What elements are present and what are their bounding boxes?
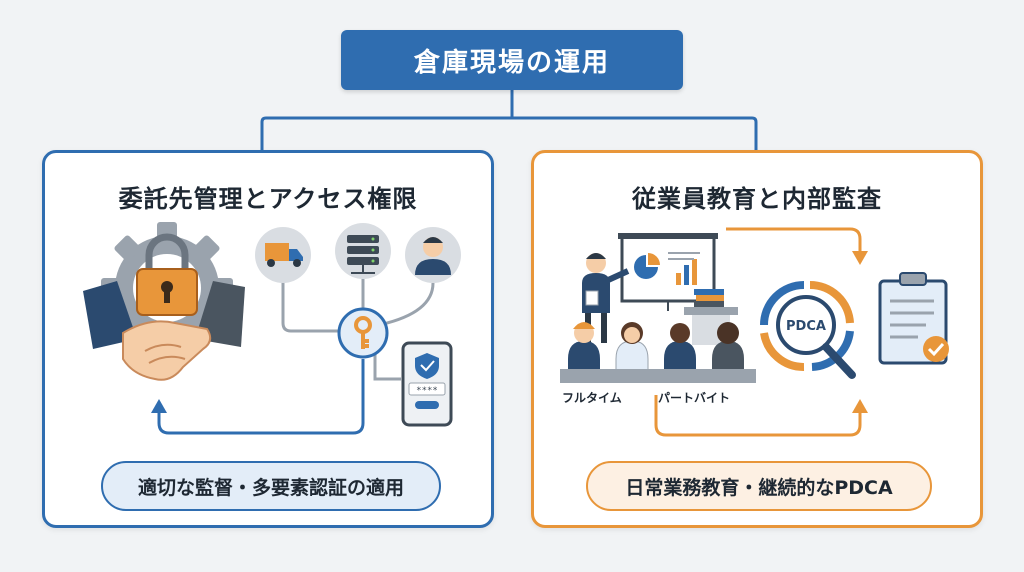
- return-arrow: [157, 359, 365, 435]
- pdca-label: PDCA: [786, 319, 826, 334]
- padlock-icon: [136, 233, 198, 316]
- page-title: 倉庫現場の運用: [341, 30, 683, 90]
- fulltime-label: フルタイム: [562, 391, 622, 405]
- truck-icon: [255, 227, 311, 283]
- handshake-icon: [83, 281, 245, 381]
- flow-arrow-top: [726, 227, 862, 253]
- tree-connector: [260, 90, 758, 150]
- server-icon: [335, 223, 391, 279]
- password-field-mask: ****: [416, 386, 438, 396]
- training-audit-summary: 日常業務教育・継続的なPDCA: [586, 461, 932, 511]
- mobile-phone-icon: ****: [401, 341, 453, 427]
- flow-arrow-bottom: [654, 395, 862, 437]
- vendor-access-illustration: ****: [83, 222, 461, 435]
- training-audit-illustration: PDCA: [560, 227, 949, 437]
- parttime-label: パートバイト: [658, 391, 731, 405]
- key-icon: [337, 307, 389, 359]
- audit-clipboard-icon: [878, 272, 949, 365]
- pdca-cycle-icon: PDCA: [760, 280, 856, 379]
- vendor-access-title: 委託先管理とアクセス権限: [118, 185, 418, 213]
- audience-icon: [560, 322, 756, 383]
- user-avatar-icon: [405, 227, 461, 283]
- vendor-access-summary: 適切な監督・多要素認証の適用: [101, 461, 441, 511]
- training-audit-panel: 従業員教育と内部監査: [531, 150, 983, 528]
- vendor-access-panel: 委託先管理とアクセス権限: [42, 150, 494, 528]
- training-audit-title: 従業員教育と内部監査: [632, 185, 882, 213]
